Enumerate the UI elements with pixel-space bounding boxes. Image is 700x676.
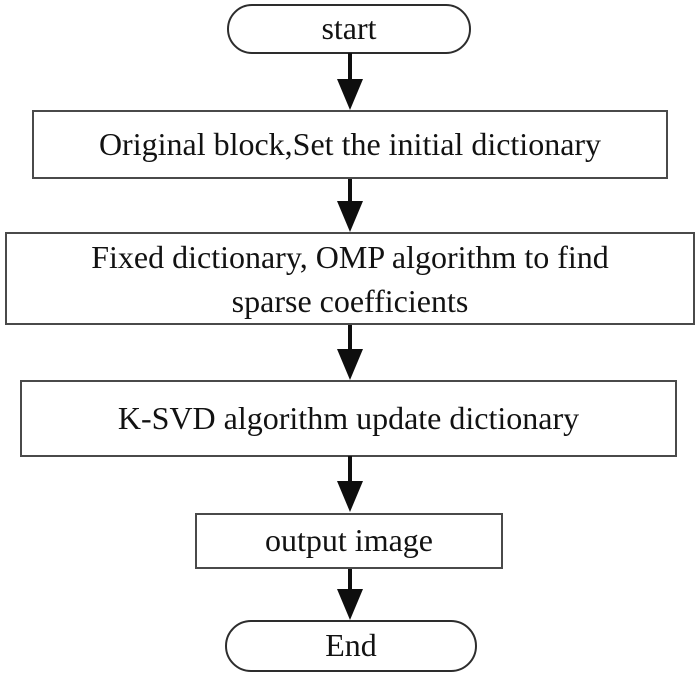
node-output-image-label: output image bbox=[265, 522, 433, 559]
node-output-image: output image bbox=[195, 513, 503, 569]
arrow-start-to-init bbox=[336, 53, 364, 110]
arrow-down-icon bbox=[337, 201, 363, 232]
arrow-shaft bbox=[348, 53, 352, 79]
arrow-down-icon bbox=[337, 589, 363, 620]
arrow-shaft bbox=[348, 456, 352, 481]
node-omp-sparse-coding-label: Fixed dictionary, OMP algorithm to find … bbox=[91, 235, 609, 323]
node-original-block-label: Original block,Set the initial dictionar… bbox=[98, 125, 602, 162]
arrow-down-icon bbox=[337, 481, 363, 512]
arrow-output-to-end bbox=[336, 569, 364, 620]
arrow-ksvd-to-output bbox=[336, 456, 364, 512]
node-omp-sparse-coding: Fixed dictionary, OMP algorithm to find … bbox=[5, 232, 695, 325]
node-start-label: start bbox=[321, 10, 377, 47]
node-end-label: End bbox=[325, 627, 377, 664]
node-ksvd-update: K-SVD algorithm update dictionary bbox=[20, 380, 677, 457]
arrow-omp-to-ksvd bbox=[336, 325, 364, 380]
node-omp-label-line-2: sparse coefficients bbox=[231, 282, 469, 319]
arrow-shaft bbox=[348, 325, 352, 349]
node-original-block: Original block,Set the initial dictionar… bbox=[32, 110, 668, 179]
node-omp-label-line-1: Fixed dictionary, OMP algorithm to find bbox=[91, 238, 609, 275]
node-end: End bbox=[225, 620, 477, 672]
arrow-shaft bbox=[348, 569, 352, 589]
node-start: start bbox=[227, 4, 471, 54]
arrow-shaft bbox=[348, 179, 352, 201]
arrow-down-icon bbox=[337, 79, 363, 110]
node-ksvd-update-label: K-SVD algorithm update dictionary bbox=[117, 399, 580, 436]
arrow-init-to-omp bbox=[336, 179, 364, 232]
arrow-down-icon bbox=[337, 349, 363, 380]
